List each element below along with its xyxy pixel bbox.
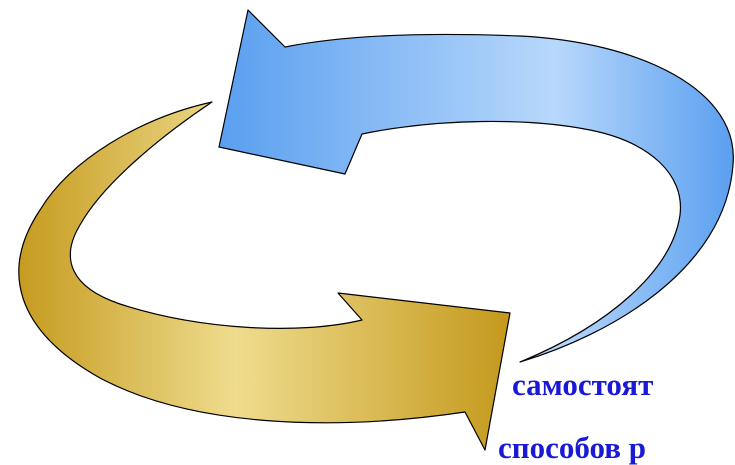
caption-line-1: самостоят — [512, 369, 653, 400]
caption-line-2: способов р — [498, 432, 646, 463]
